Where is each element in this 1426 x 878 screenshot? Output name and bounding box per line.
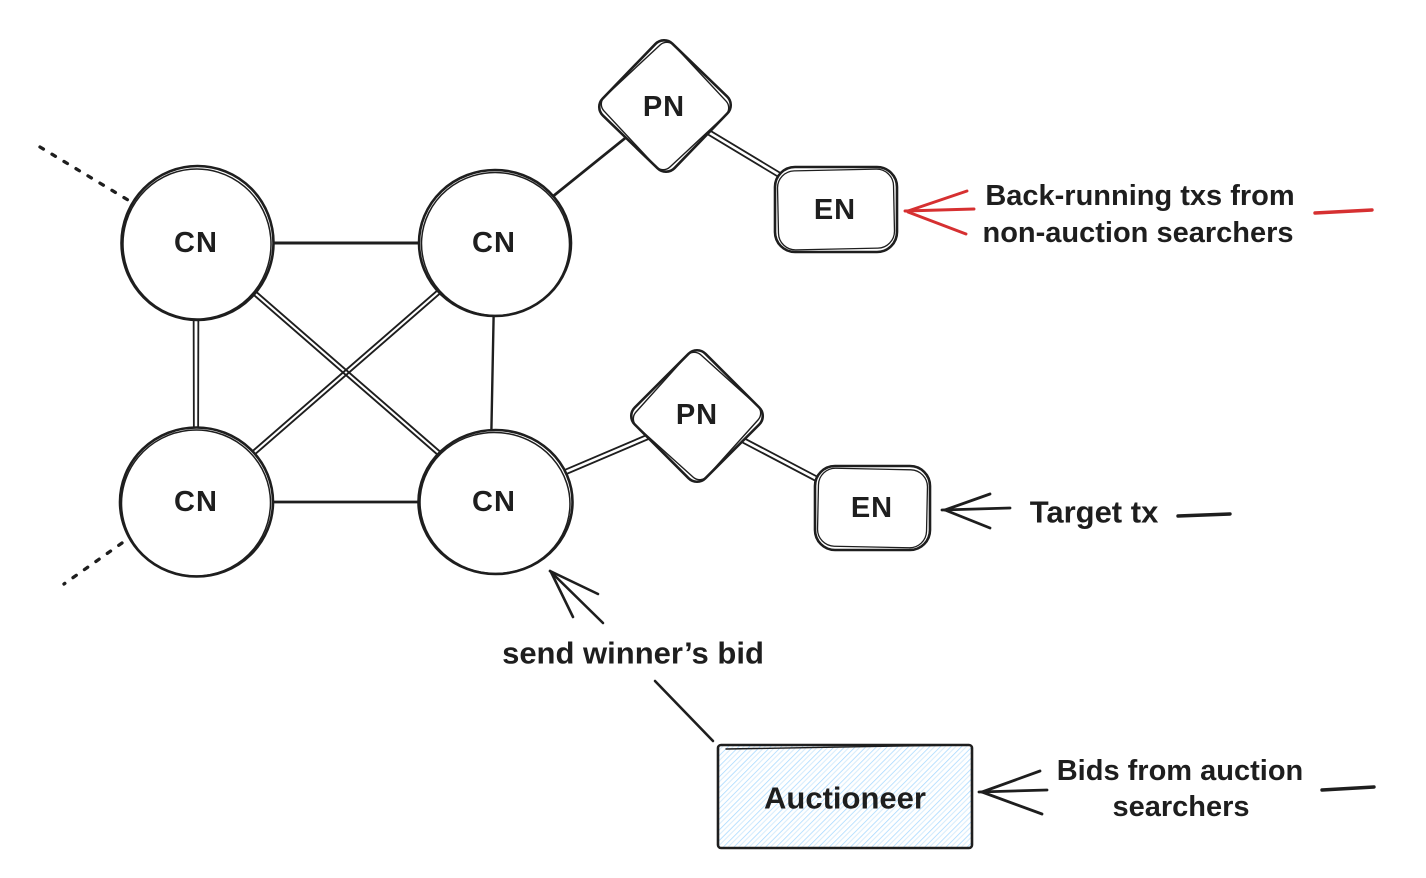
auctioneer-label: Auctioneer	[764, 781, 926, 816]
cn-node-bottom-left: CN	[118, 426, 275, 578]
cn-node-top-right: CN	[417, 168, 573, 318]
cn-label-bottom-right: CN	[472, 486, 516, 518]
send-bid-arrow	[548, 569, 605, 625]
en-node-mid: EN	[813, 464, 932, 552]
annotation-back-running: Back-running txs from non-auction search…	[903, 180, 1374, 249]
bids-dash	[1320, 785, 1376, 792]
en-label-top: EN	[814, 194, 856, 226]
pn-node-mid: PN	[629, 348, 765, 484]
annotation-send-winners-bid: send winner’s bid	[502, 569, 764, 743]
annotation-target-tx: Target tx	[940, 492, 1232, 530]
pn-label-top: PN	[643, 91, 685, 123]
back-running-text-line1: Back-running txs from	[985, 180, 1294, 212]
target-tx-arrow	[940, 492, 1012, 530]
en-node-top: EN	[773, 165, 899, 254]
bids-text-line1: Bids from auction	[1057, 755, 1304, 787]
cn-node-bottom-right: CN	[417, 428, 574, 576]
cn-node-top-left: CN	[120, 164, 275, 322]
bids-arrow	[977, 769, 1049, 816]
cn-label-bottom-left: CN	[174, 486, 218, 518]
back-running-text-line2: non-auction searchers	[982, 217, 1293, 249]
target-tx-text: Target tx	[1030, 495, 1159, 530]
dotted-line-top-left	[38, 145, 130, 202]
send-bid-connector-line	[653, 679, 715, 743]
bids-text-line2: searchers	[1112, 791, 1249, 823]
target-tx-dash	[1176, 512, 1232, 518]
cn-label-top-left: CN	[174, 227, 218, 259]
pn-node-top: PN	[597, 38, 733, 174]
back-running-dash	[1313, 208, 1374, 215]
cn-label-top-right: CN	[472, 227, 516, 259]
pn-label-mid: PN	[676, 399, 718, 431]
auctioneer-box: Auctioneer	[716, 743, 974, 850]
annotation-bids: Bids from auction searchers	[977, 755, 1376, 823]
back-running-arrow	[903, 189, 976, 236]
auctioneer-sketch-line	[725, 744, 963, 750]
dotted-line-bottom-left	[62, 541, 124, 586]
send-bid-text: send winner’s bid	[502, 636, 764, 671]
en-label-mid: EN	[851, 492, 893, 524]
